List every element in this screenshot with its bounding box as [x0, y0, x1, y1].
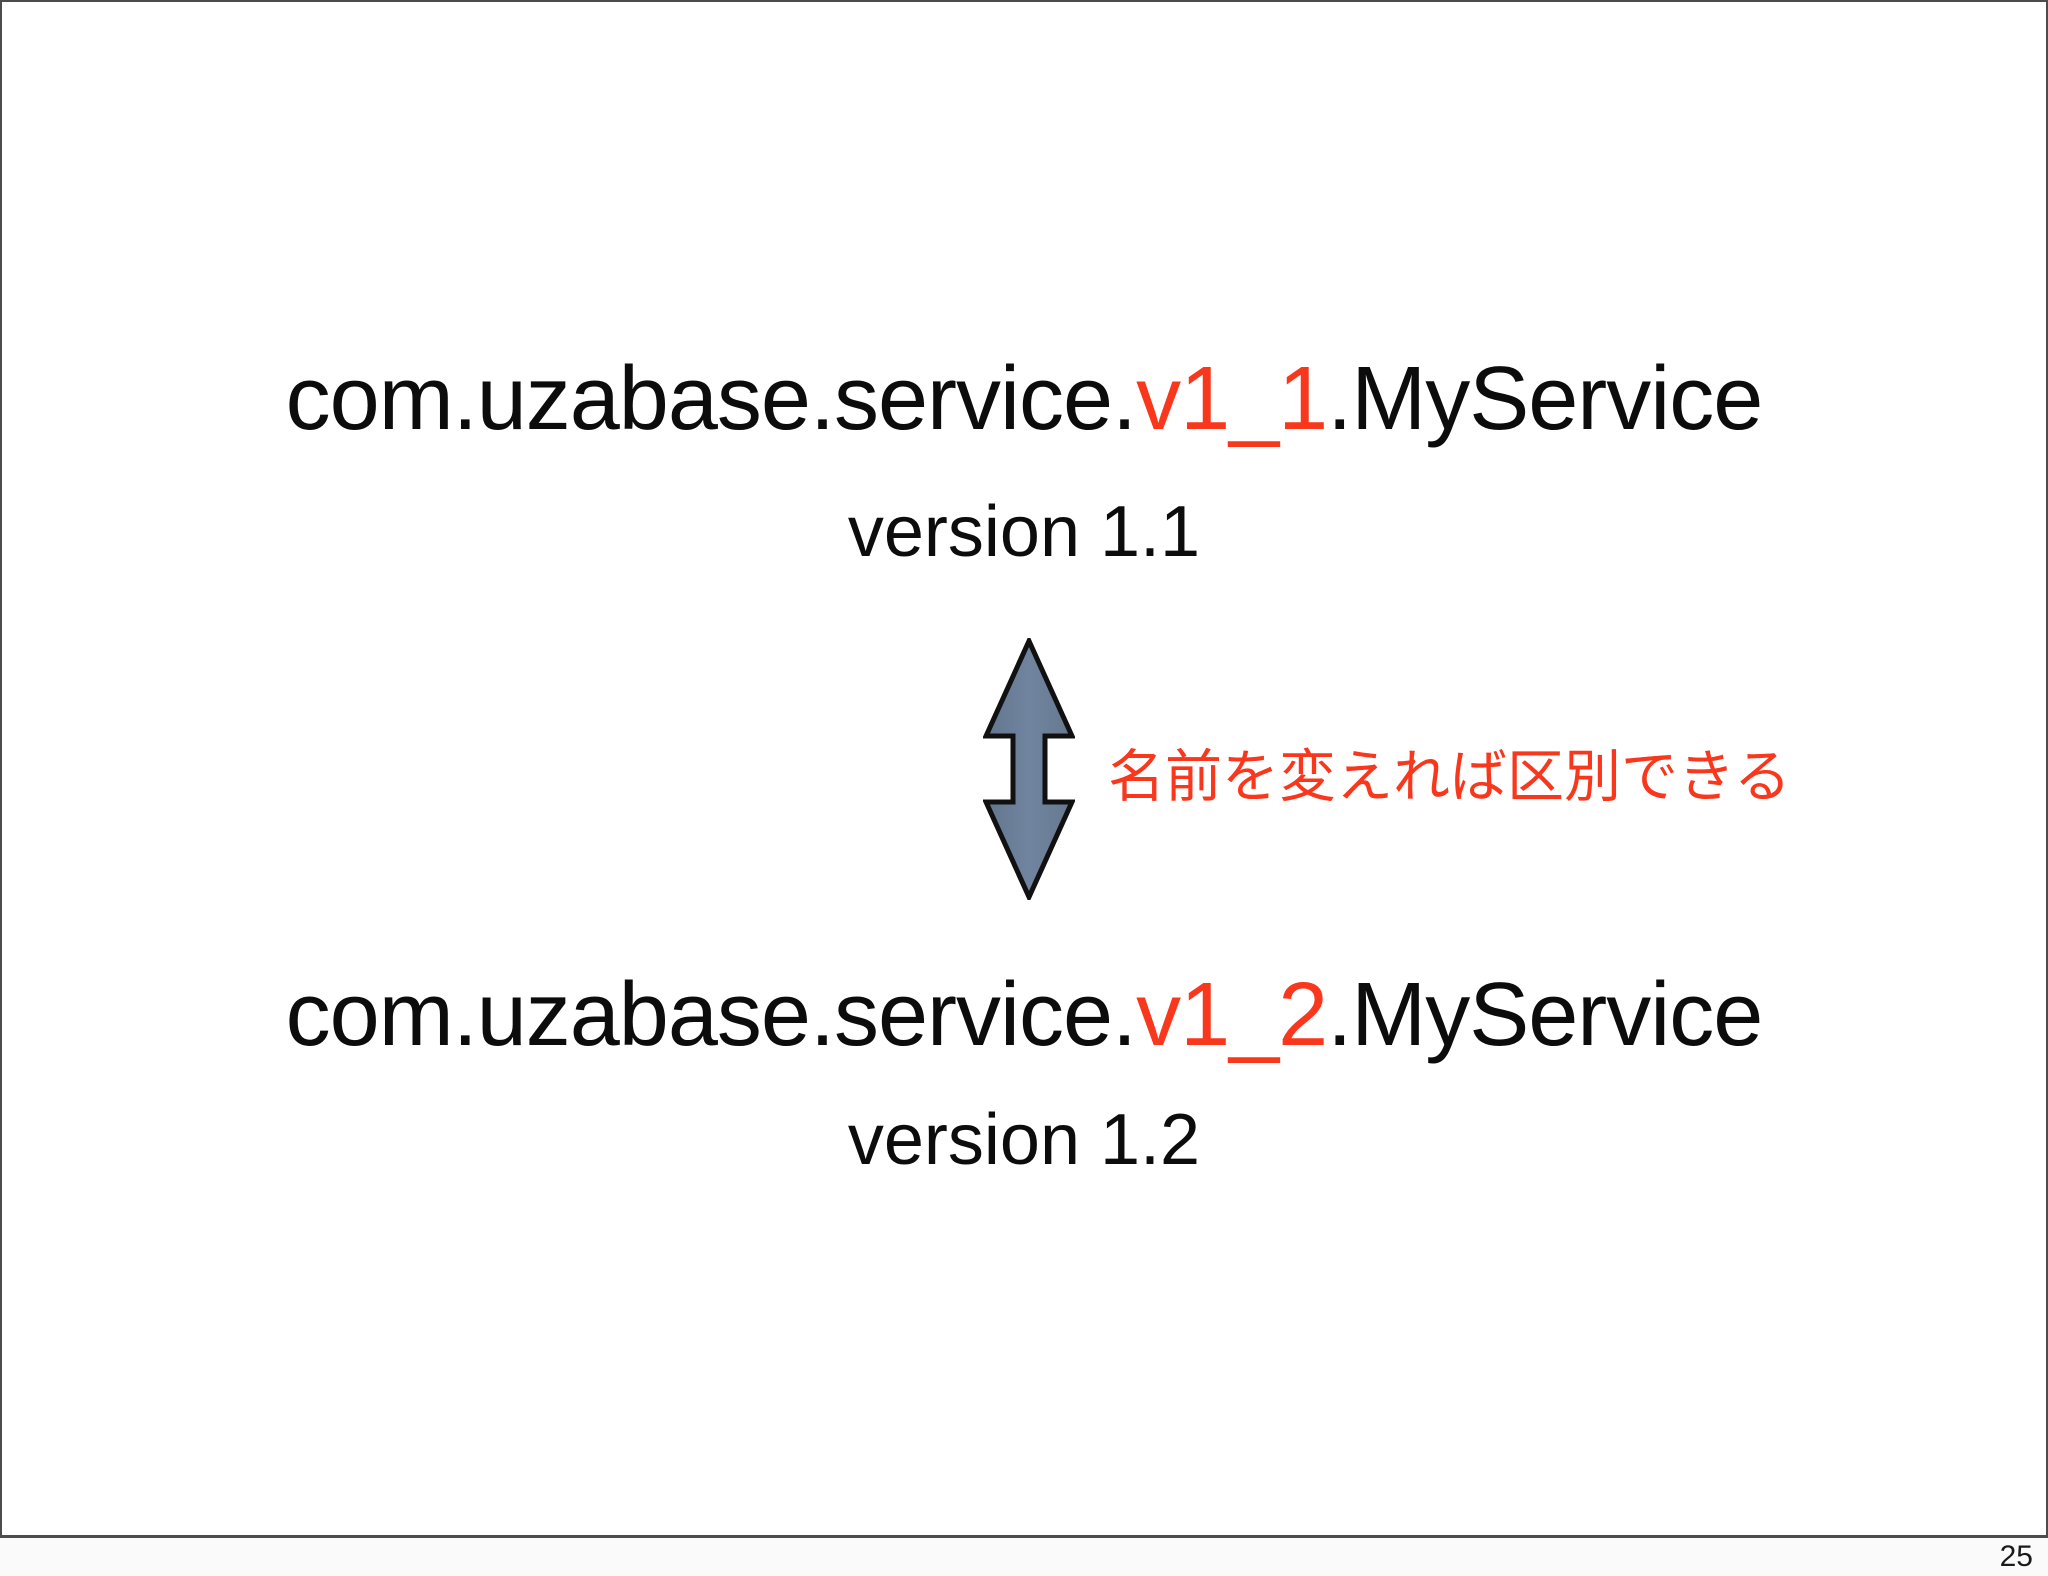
package-suffix: .MyService: [1327, 349, 1763, 449]
package-version-highlight: v1_1: [1136, 349, 1328, 449]
package-name-v1-1: com.uzabase.service.v1_1.MyService: [2, 352, 2046, 447]
package-prefix: com.uzabase.service.: [285, 965, 1137, 1065]
version-label-1-1: version 1.1: [847, 492, 1201, 572]
page-number: 25: [1999, 1540, 2033, 1573]
annotation-label: 名前を変えれば区別できる: [1108, 745, 1791, 809]
package-prefix: com.uzabase.service.: [285, 349, 1137, 449]
package-name-v1-2: com.uzabase.service.v1_2.MyService: [2, 968, 2046, 1063]
version-label-1-2: version 1.2: [847, 1100, 1201, 1180]
slide: com.uzabase.service.v1_1.MyService versi…: [0, 0, 2048, 1538]
vertical-double-arrow-icon: [983, 638, 1075, 900]
package-version-highlight: v1_2: [1136, 965, 1328, 1065]
package-suffix: .MyService: [1327, 965, 1763, 1065]
